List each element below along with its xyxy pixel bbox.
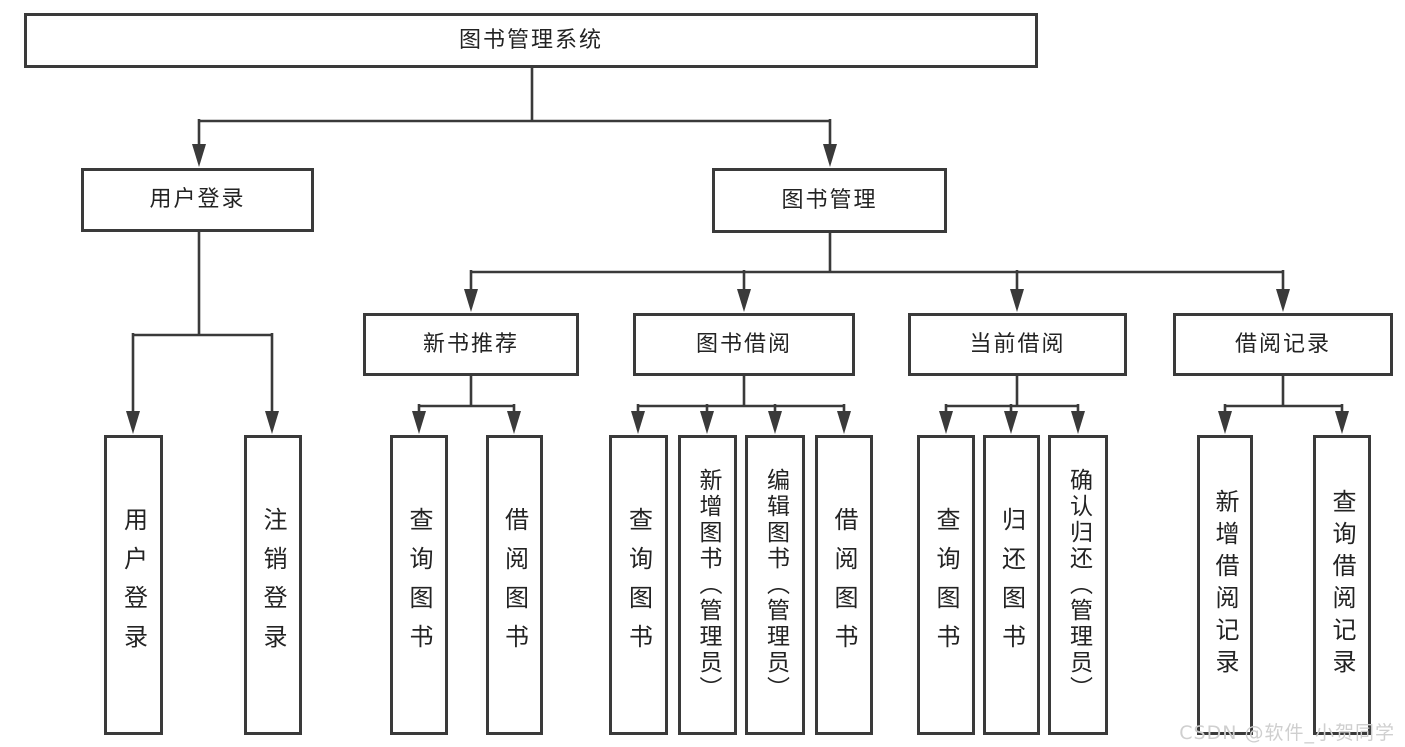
node-book-borrowing: 图书借阅 [633, 313, 855, 376]
leaf-add-books-admin-label: 新增图书（管理员） [695, 468, 721, 702]
leaf-confirm-return-admin-label: 确认归还（管理员） [1065, 468, 1092, 702]
leaf-current-query-books-label: 查询图书 [932, 507, 960, 663]
node-root-system: 图书管理系统 [24, 13, 1038, 68]
leaf-query-borrow-record: 查询借阅记录 [1313, 435, 1371, 735]
node-borrowing-records: 借阅记录 [1173, 313, 1393, 376]
leaf-user-login: 用户登录 [104, 435, 163, 735]
node-book-management-label: 图书管理 [781, 187, 878, 213]
leaf-logout: 注销登录 [244, 435, 302, 735]
leaf-borrowing-query-books-label: 查询图书 [624, 507, 653, 663]
node-root-label: 图书管理系统 [458, 27, 603, 53]
leaf-add-borrow-record-label: 新增借阅记录 [1211, 489, 1239, 681]
node-user-login-group-label: 用户登录 [149, 187, 246, 212]
node-book-borrowing-label: 图书借阅 [695, 331, 792, 357]
leaf-confirm-return-admin: 确认归还（管理员） [1048, 435, 1108, 735]
leaf-recommend-borrow-books: 借阅图书 [486, 435, 543, 735]
node-new-book-recommend: 新书推荐 [363, 313, 579, 376]
node-new-book-recommend-label: 新书推荐 [422, 331, 519, 357]
leaf-recommend-query-books: 查询图书 [390, 435, 448, 735]
node-user-login-group: 用户登录 [81, 168, 314, 232]
leaf-recommend-borrow-books-label: 借阅图书 [500, 507, 529, 663]
csdn-watermark: CSDN @软件_小贺同学 [1179, 722, 1395, 744]
leaf-add-borrow-record: 新增借阅记录 [1197, 435, 1253, 735]
leaf-edit-books-admin-label: 编辑图书（管理员） [762, 468, 789, 702]
leaf-recommend-query-books-label: 查询图书 [405, 507, 433, 663]
leaf-logout-label: 注销登录 [259, 507, 287, 663]
leaf-query-borrow-record-label: 查询借阅记录 [1328, 489, 1356, 681]
node-borrowing-records-label: 借阅记录 [1234, 331, 1331, 357]
node-book-management: 图书管理 [712, 168, 947, 233]
leaf-borrow-books-label: 借阅图书 [830, 507, 858, 663]
leaf-user-login-label: 用户登录 [119, 507, 148, 663]
leaf-return-books-label: 归还图书 [997, 507, 1026, 663]
node-current-borrowing: 当前借阅 [908, 313, 1127, 376]
leaf-return-books: 归还图书 [983, 435, 1040, 735]
node-current-borrowing-label: 当前借阅 [969, 331, 1066, 357]
leaf-borrowing-query-books: 查询图书 [609, 435, 668, 735]
leaf-current-query-books: 查询图书 [917, 435, 975, 735]
leaf-edit-books-admin: 编辑图书（管理员） [745, 435, 805, 735]
leaf-add-books-admin: 新增图书（管理员） [678, 435, 737, 735]
leaf-borrow-books: 借阅图书 [815, 435, 873, 735]
